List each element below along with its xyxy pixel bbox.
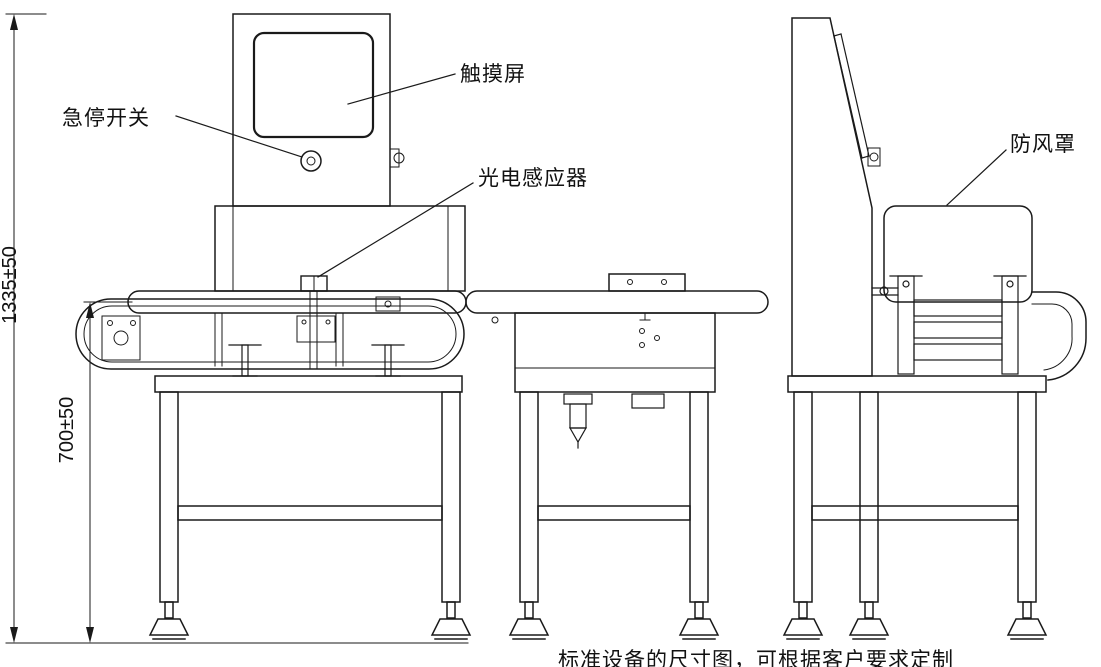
front-view: [75, 13, 769, 640]
callout-leader-lines: [175, 73, 1007, 278]
drawing-caption: 标准设备的尺寸图，可根据客户要求定制: [558, 649, 954, 667]
emergency-stop-label: 急停开关: [62, 107, 150, 130]
dimension-lines: [5, 13, 469, 644]
side-view: [783, 17, 1087, 640]
dimension-total-height: 1335±50: [0, 246, 21, 324]
wind-cover-label: 防风罩: [1010, 133, 1076, 156]
touch-screen-label: 触摸屏: [460, 63, 526, 86]
dimension-belt-height: 700±50: [56, 396, 78, 464]
photo-sensor-label: 光电感应器: [478, 167, 588, 190]
